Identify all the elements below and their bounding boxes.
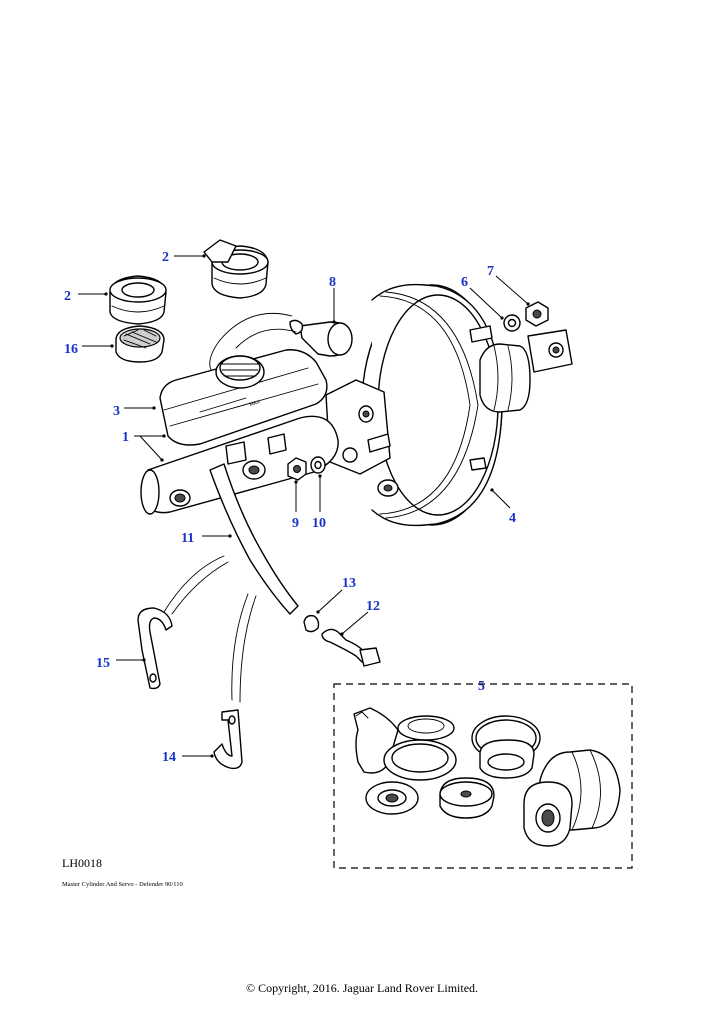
callout-16: 16 <box>64 342 78 357</box>
copyright-notice: © Copyright, 2016. Jaguar Land Rover Lim… <box>245 981 479 995</box>
callout-14: 14 <box>162 750 176 765</box>
servo-nut <box>525 301 549 327</box>
callout-2-cap: 2 <box>64 289 71 304</box>
callout-15: 15 <box>96 656 110 671</box>
callout-10: 10 <box>312 516 326 531</box>
cylinder-washer <box>310 456 326 474</box>
cylinder-nut <box>287 457 307 481</box>
diagram-caption: Master Cylinder And Servo - Defender 90/… <box>62 881 183 888</box>
callout-12: 12 <box>366 599 380 614</box>
callout-9: 9 <box>292 516 299 531</box>
callout-6: 6 <box>461 275 468 290</box>
brake-hose <box>163 463 299 703</box>
master-cylinder <box>140 415 339 515</box>
callout-8: 8 <box>329 275 336 290</box>
vacuum-check-valve <box>209 312 353 373</box>
diagram-reference-code: LH0018 <box>62 856 102 870</box>
reservoir-cap <box>109 275 167 325</box>
servo-mounting-flange <box>325 379 391 475</box>
hose-clip-large <box>137 607 173 690</box>
reservoir-cap-with-switch <box>203 239 269 299</box>
callout-4: 4 <box>509 511 516 526</box>
repair-kit-box <box>333 683 633 869</box>
callout-1: 1 <box>122 430 129 445</box>
leader-lines <box>78 254 530 758</box>
reservoir-max-mark: MAX <box>249 399 262 408</box>
callout-numbers: 2 2 16 3 1 8 6 7 9 10 4 11 13 12 15 14 5 <box>64 250 516 765</box>
pushrod-boot <box>479 329 573 413</box>
repair-kit-parts <box>353 707 621 847</box>
fluid-reservoir: MAX <box>159 349 328 446</box>
callout-3: 3 <box>113 404 120 419</box>
servo-washer <box>503 314 521 332</box>
callout-13: 13 <box>342 576 356 591</box>
hose-clip-small <box>213 709 243 770</box>
callout-7: 7 <box>487 264 494 279</box>
pipe-clip <box>303 614 320 633</box>
callout-11: 11 <box>181 531 194 546</box>
callout-2-cap-switch: 2 <box>162 250 169 265</box>
reservoir-filter <box>115 325 165 363</box>
callout-5-kit: 5 <box>478 679 485 694</box>
brake-pipe <box>321 628 381 667</box>
